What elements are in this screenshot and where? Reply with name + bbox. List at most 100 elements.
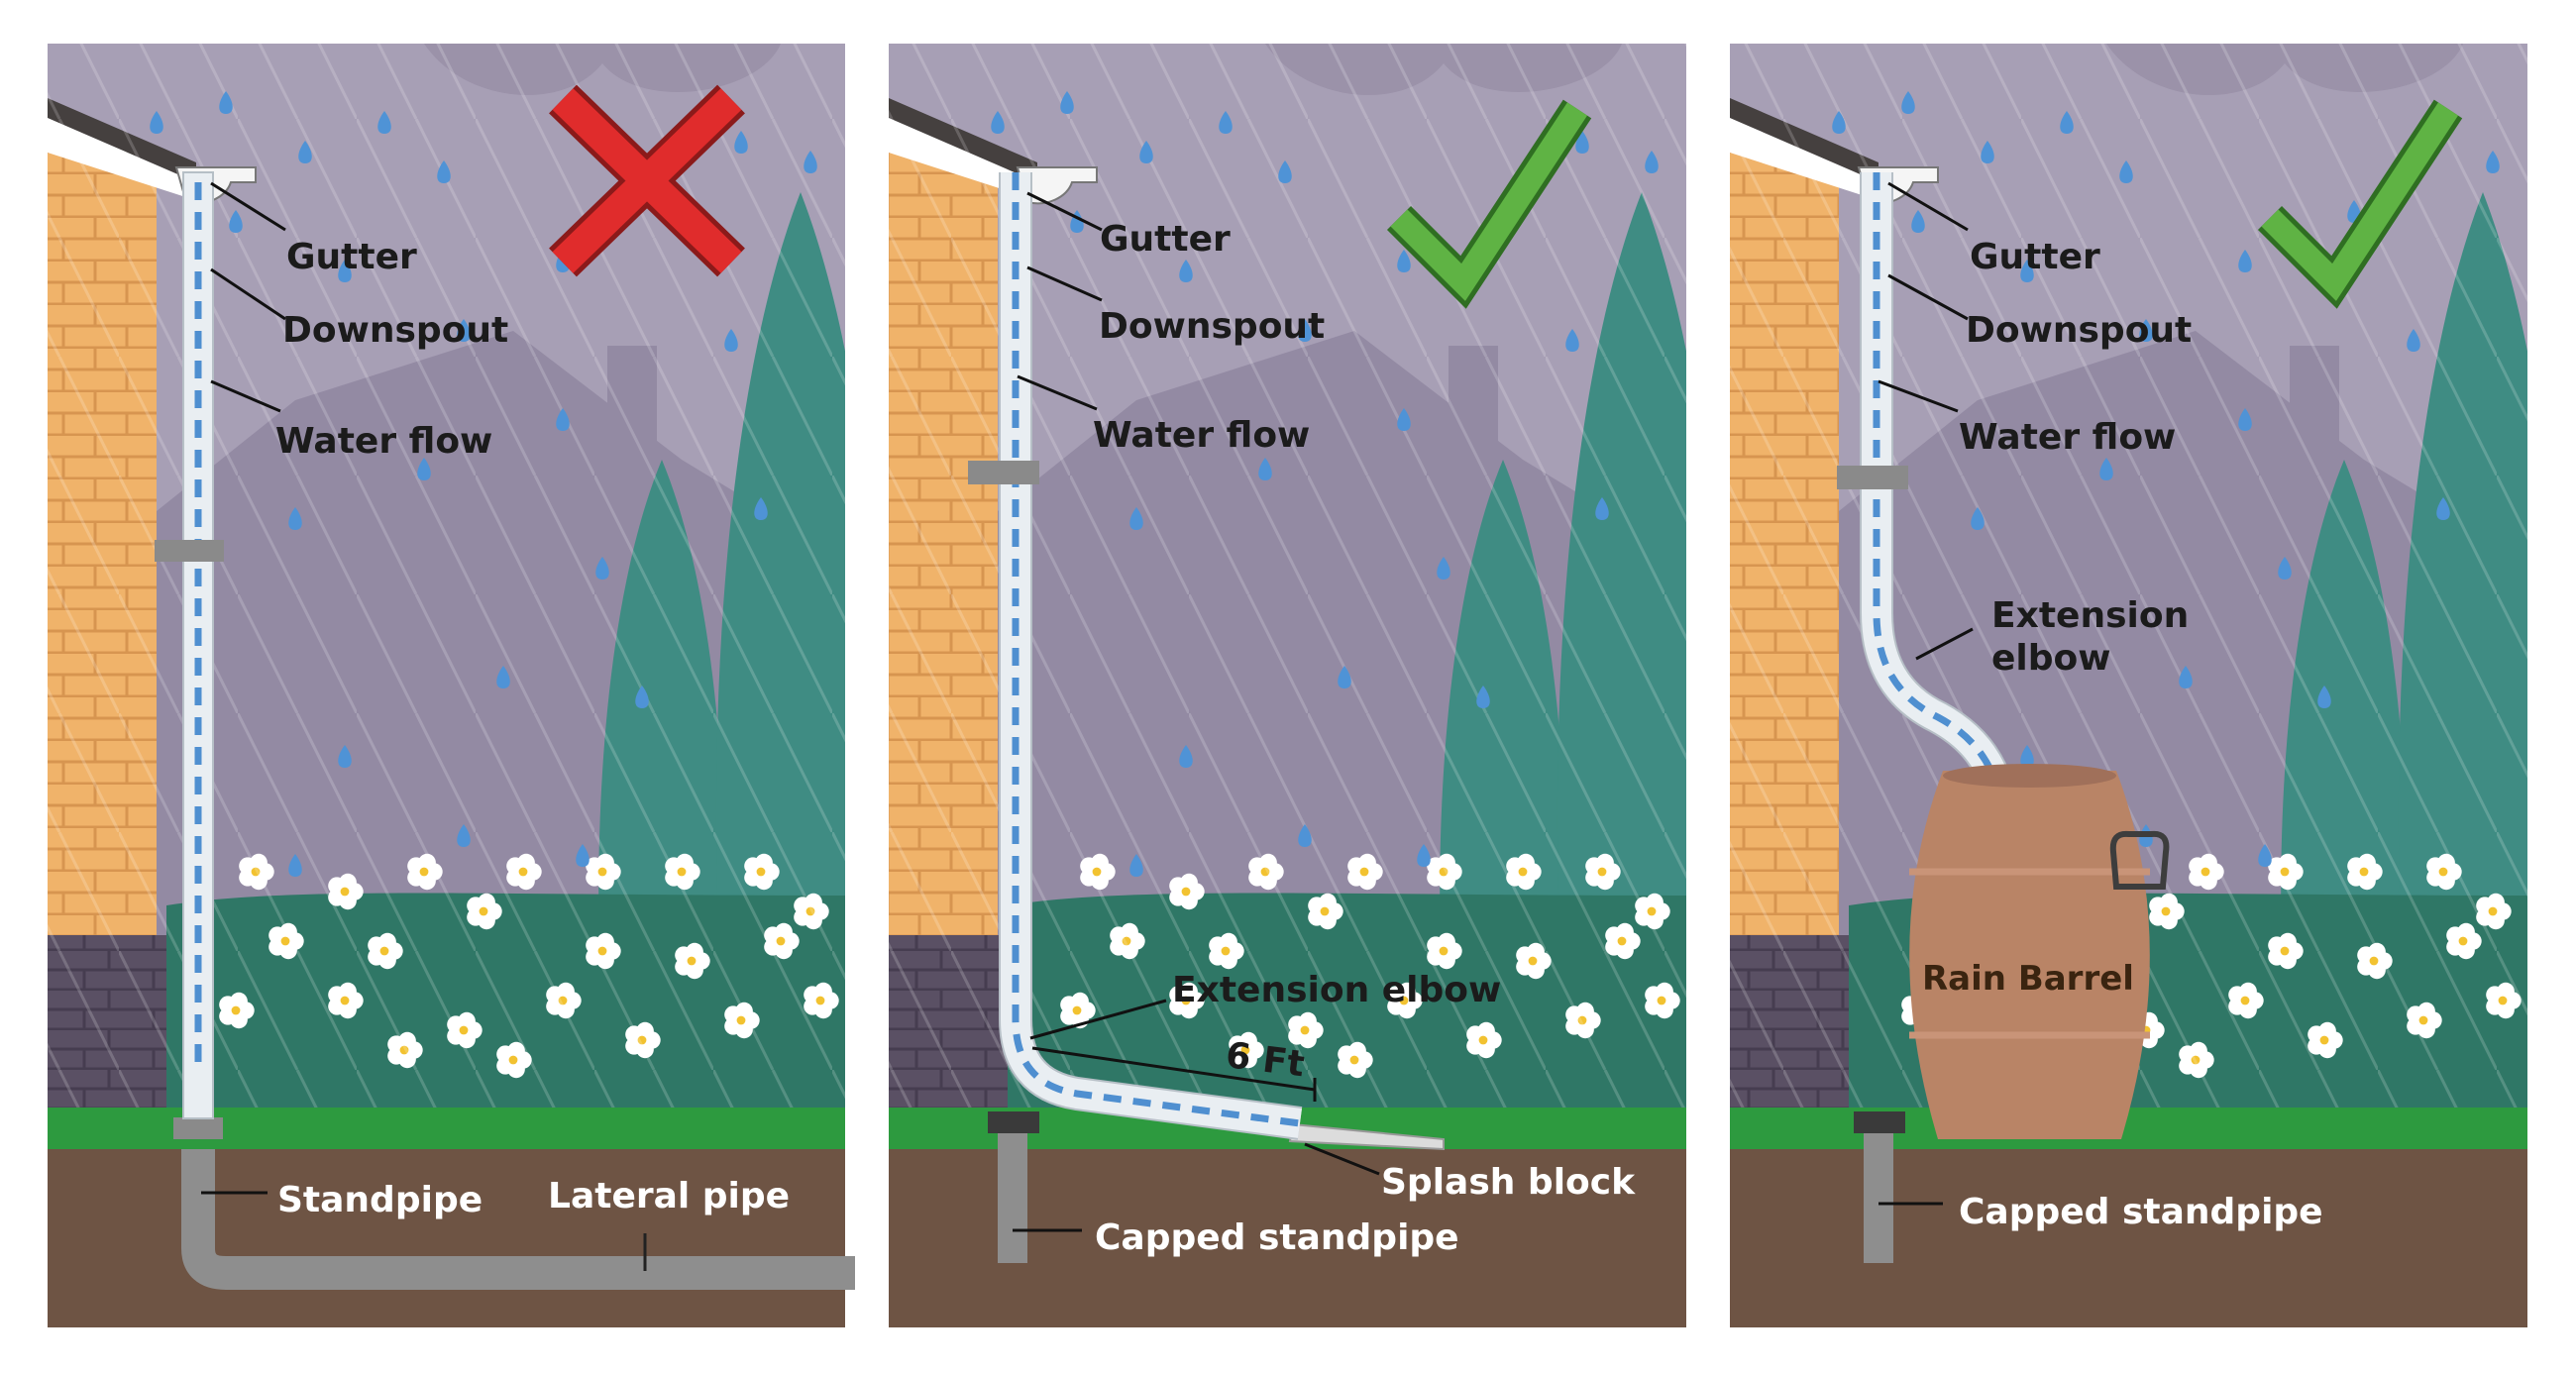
raindrop [1278, 160, 1292, 183]
leader-line [1887, 181, 1969, 232]
raindrop [1129, 507, 1143, 530]
lateral-pipe-label-1: Lateral pipe [548, 1176, 791, 1216]
leader-line [1878, 379, 1959, 413]
panel-3 [1730, 44, 2527, 1327]
raindrop [229, 210, 243, 233]
raindrop [1258, 458, 1272, 480]
raindrop [2238, 408, 2252, 431]
raindrop [1565, 329, 1579, 352]
raindrop [2139, 319, 2153, 342]
downspout-label-1: Downspout [282, 310, 509, 351]
raindrop [298, 141, 312, 163]
raindrop [219, 91, 233, 114]
grass [1730, 1108, 2527, 1149]
raindrop [1298, 824, 1312, 847]
raindrop [556, 408, 570, 431]
raindrop [338, 260, 352, 282]
raindrop [2119, 160, 2133, 183]
rain-streaks [48, 44, 845, 1108]
lateral-pipe [181, 1149, 855, 1290]
raindrop [724, 329, 738, 352]
leader-line [1304, 1142, 1380, 1176]
water-flow-label-3: Water flow [1959, 417, 2177, 458]
raindrop [496, 666, 510, 688]
standpipe-cap [988, 1111, 1039, 1133]
raindrop [635, 686, 649, 708]
capped-standpipe [1864, 1114, 1893, 1263]
leader-line [210, 181, 286, 232]
soil [48, 1149, 845, 1327]
downspout-label-3: Downspout [1966, 310, 2193, 351]
pipe-bracket [155, 540, 224, 562]
raindrop [1179, 745, 1193, 768]
raindrop [1437, 557, 1450, 580]
leader-line [1026, 191, 1103, 232]
raindrop [1298, 319, 1312, 342]
dimension-line [1031, 1046, 1316, 1092]
raindrop [1417, 844, 1431, 867]
green-check-icon-fill [2261, 102, 2459, 301]
panel-1 [48, 44, 845, 1327]
raindrop [2060, 111, 2074, 134]
pipe-bracket [1837, 466, 1908, 489]
raindrop [2099, 458, 2113, 480]
raindrop [457, 824, 471, 847]
raindrop [1397, 250, 1411, 272]
water-flow-dashes [1012, 172, 1301, 1127]
raindrop [734, 131, 748, 154]
raindrop [2317, 686, 2331, 708]
raindrop [1338, 666, 1351, 688]
gutter-label-3: Gutter [1970, 237, 2100, 277]
rain-barrel-label: Rain Barrel [1922, 959, 2134, 999]
water-flow-label-2: Water flow [1093, 415, 1311, 456]
raindrop [2179, 666, 2193, 688]
raindrop [437, 160, 451, 183]
raindrop [150, 111, 163, 134]
raindrop [1129, 854, 1143, 877]
raindrop [1911, 210, 1925, 233]
leader-line [1017, 374, 1098, 411]
gutter-label-1: Gutter [286, 237, 417, 277]
raindrop [1832, 111, 1846, 134]
pipe-bracket [968, 461, 1039, 484]
standpipe-collar [173, 1117, 223, 1139]
raindrop [804, 151, 817, 173]
raindrop [1179, 260, 1193, 282]
gutter-label-2: Gutter [1100, 219, 1231, 260]
capped-standpipe [998, 1114, 1027, 1263]
leader-line [1915, 627, 1974, 661]
barrel-handle [2109, 830, 2170, 890]
extension-elbow-label-2: Extension elbow [1172, 970, 1502, 1010]
raindrop [338, 745, 352, 768]
splash-block-label: Splash block [1381, 1162, 1636, 1203]
standpipe-label-1: Standpipe [277, 1180, 483, 1220]
raindrop [2436, 497, 2450, 520]
raindrop [2258, 844, 2272, 867]
raindrop [1645, 151, 1659, 173]
downspout-label-2: Downspout [1099, 306, 1326, 347]
raindrop [1971, 507, 1985, 530]
raindrop [1901, 91, 1915, 114]
capped-standpipe-label-2: Capped standpipe [1095, 1217, 1459, 1258]
raindrop [1476, 686, 1490, 708]
leader-line [1029, 999, 1167, 1040]
raindrop [288, 507, 302, 530]
leader-line [210, 267, 286, 321]
raindrop [1060, 91, 1074, 114]
soil [1730, 1149, 2527, 1327]
extension-elbow-label-3: Extension elbow [1991, 595, 2190, 680]
raindrop [1981, 141, 1994, 163]
raindrop [288, 854, 302, 877]
water-flow-label-1: Water flow [275, 421, 493, 462]
green-check-icon-fill [1390, 102, 1588, 301]
raindrop [1139, 141, 1153, 163]
leader-line [1887, 273, 1969, 321]
raindrop [2020, 260, 2034, 282]
raindrop [2486, 151, 2500, 173]
raindrop [2238, 250, 2252, 272]
raindrop [2407, 329, 2420, 352]
raindrop [576, 844, 590, 867]
raindrop [1219, 111, 1233, 134]
rain-barrel [1909, 771, 2150, 1139]
